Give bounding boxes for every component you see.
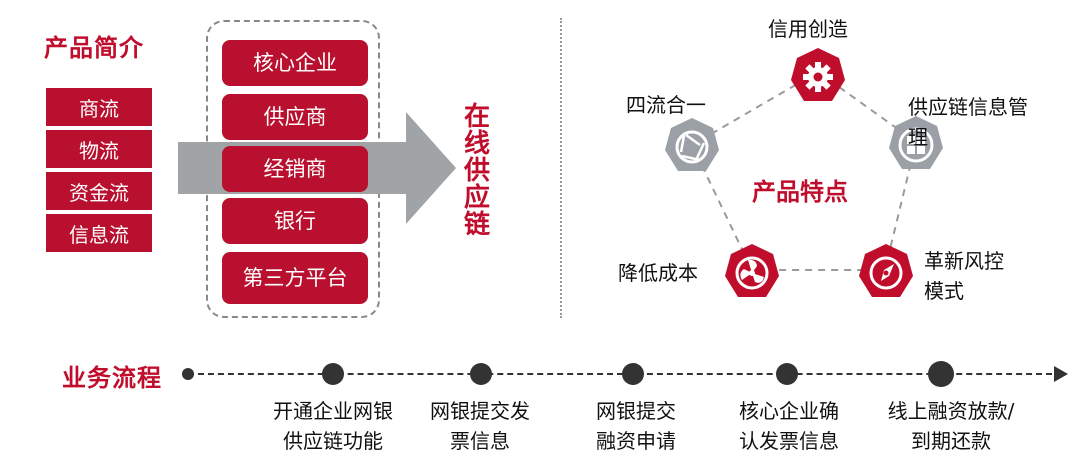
process-step-2: 网银提交发 票信息 (410, 396, 550, 456)
participant-core-enterprise: 核心企业 (222, 40, 368, 86)
process-step-line: 供应链功能 (283, 429, 383, 453)
flow-box-commerce: 商流 (46, 88, 152, 126)
participant-supplier: 供应商 (222, 94, 368, 140)
participant-distributor: 经销商 (222, 146, 368, 192)
product-intro-title: 产品简介 (44, 34, 144, 62)
process-step-dot (470, 363, 492, 385)
process-step-line: 网银提交发 (430, 399, 530, 423)
section-divider (560, 18, 562, 318)
flow-box-capital: 资金流 (46, 172, 152, 210)
aperture-icon (665, 118, 719, 171)
feature-label-supply-chain-info: 供应链信息管理 (908, 95, 1028, 149)
process-step-3: 网银提交 融资申请 (566, 396, 706, 456)
process-step-5: 线上融资放款/ 到期还款 (866, 396, 1036, 456)
process-step-line: 到期还款 (911, 429, 991, 453)
feature-label-four-flows: 四流合一 (626, 93, 706, 117)
windows-icon (889, 116, 943, 169)
compass-icon (859, 244, 913, 297)
online-supply-chain-label: 在线供应链 (463, 102, 490, 240)
process-step-line: 网银提交 (596, 399, 676, 423)
flow-box-logistics: 物流 (46, 130, 152, 168)
process-step-dot (928, 361, 954, 387)
process-step-dot (622, 363, 644, 385)
participant-third-party-platform: 第三方平台 (222, 252, 368, 304)
flow-box-information: 信息流 (46, 214, 152, 252)
feature-label-credit-creation: 信用创造 (768, 17, 848, 41)
gear-icon (791, 48, 845, 101)
fan-icon (725, 244, 779, 297)
process-step-line: 认发票信息 (739, 429, 839, 453)
features-center-title: 产品特点 (752, 178, 848, 206)
timeline-start-dot (182, 368, 194, 380)
participant-bank: 银行 (222, 198, 368, 244)
process-step-1: 开通企业网银 供应链功能 (243, 396, 423, 456)
process-step-line: 线上融资放款/ (887, 399, 1015, 423)
process-step-line: 融资申请 (596, 429, 676, 453)
process-step-dot (322, 363, 344, 385)
timeline-arrowhead-icon (1054, 366, 1068, 382)
feature-label-risk-control: 革新风控模式 (924, 249, 1004, 303)
process-title: 业务流程 (62, 364, 162, 392)
process-step-dot (776, 363, 798, 385)
process-step-4: 核心企业确 认发票信息 (714, 396, 864, 456)
process-step-line: 票信息 (450, 429, 510, 453)
process-step-line: 核心企业确 (739, 399, 839, 423)
process-step-line: 开通企业网银 (273, 399, 393, 423)
feature-label-cost-reduction: 降低成本 (618, 261, 698, 285)
